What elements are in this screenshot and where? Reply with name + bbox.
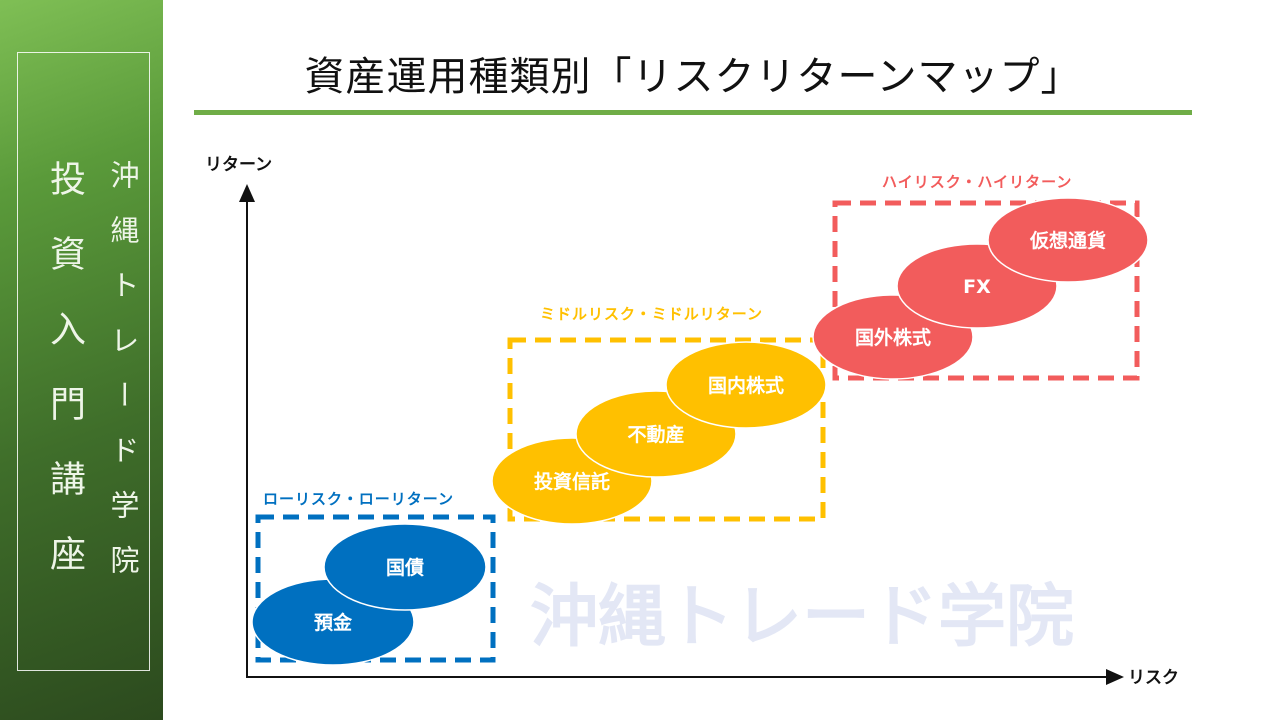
item-crypto: 仮想通貨 [1029, 229, 1106, 252]
item-realestate: 不動産 [627, 423, 684, 446]
course-title: 投資入門講座 [44, 160, 85, 610]
watermark: 沖縄トレード学院 [530, 578, 1074, 657]
item-deposit: 預金 [314, 611, 353, 634]
page-title: 資産運用種類別「リスクリターンマップ」 [304, 54, 1082, 100]
ellipse-jgb [323, 523, 487, 611]
sidebar: 投資入門講座 沖縄トレード学院 [0, 0, 163, 720]
school-name: 沖縄トレード学院 [106, 160, 140, 600]
item-domestic-stock: 国内株式 [708, 374, 784, 397]
title-divider [194, 110, 1192, 115]
y-axis-label: リターン [205, 155, 272, 175]
item-foreign-stock: 国外株式 [855, 326, 931, 349]
ellipse-domestic-stock [665, 341, 827, 429]
item-fx: FX [963, 276, 991, 298]
middle-risk-label: ミドルリスク・ミドルリターン [540, 305, 763, 323]
low-risk-label: ローリスク・ローリターン [263, 490, 454, 508]
x-axis-label: リスク [1128, 668, 1179, 688]
middle-risk-box [507, 337, 826, 522]
low-risk-box [255, 514, 496, 663]
sidebar-frame [17, 52, 150, 671]
ellipse-crypto [987, 197, 1149, 283]
item-jgb: 国債 [386, 556, 424, 579]
high-risk-box [832, 200, 1140, 381]
item-fund: 投資信託 [534, 470, 610, 493]
high-risk-label: ハイリスク・ハイリターン [882, 173, 1072, 191]
